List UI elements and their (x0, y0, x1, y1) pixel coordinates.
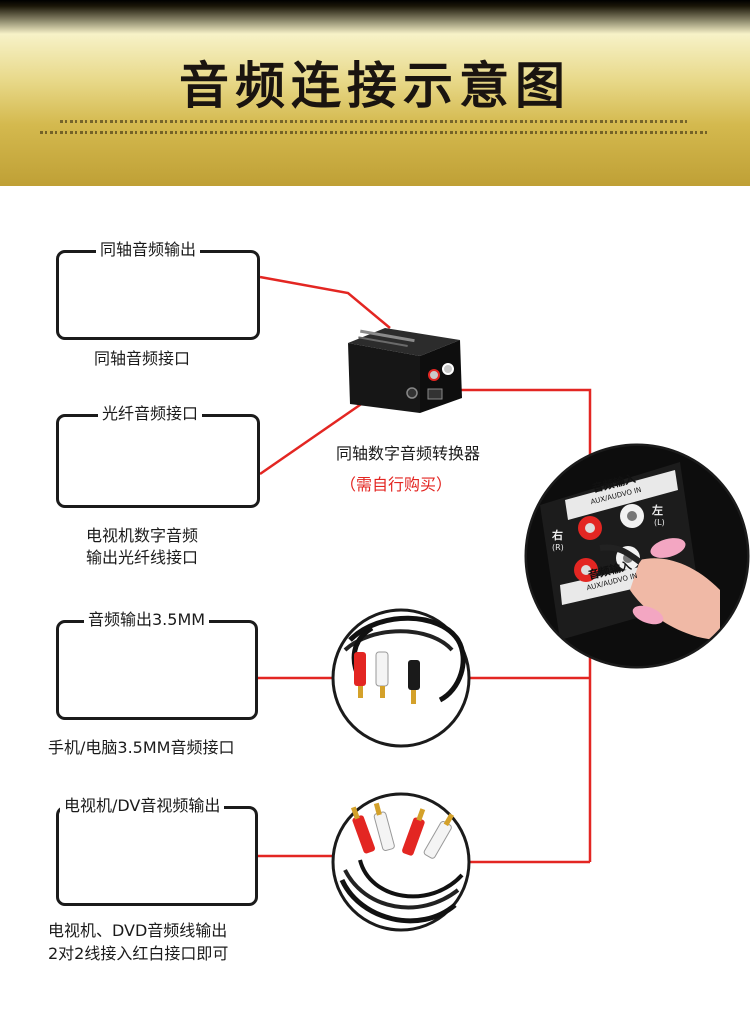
speaker-left-label: 左 (652, 504, 663, 517)
header-fine-print-line-2 (40, 131, 710, 134)
tv-dv-output-box (56, 806, 258, 906)
aux-35mm-caption: 手机/电脑3.5MM音频接口 (48, 738, 235, 757)
tv-dv-caption-line-2: 2对2线接入红白接口即可 (48, 944, 229, 963)
optical-output-title: 光纤音频接口 (98, 404, 203, 424)
converter-device-image (348, 328, 462, 413)
coaxial-output-box (56, 250, 260, 340)
aux-35mm-output-box (56, 620, 258, 720)
speaker-input-panel-image (524, 443, 750, 669)
converter-name: 同轴数字音频转换器 (336, 444, 481, 463)
aux-35mm-output-title: 音频输出3.5MM (84, 610, 210, 630)
header-banner: 音频连接示意图 (0, 0, 750, 186)
line-converter-to-speaker (458, 388, 592, 480)
coaxial-output-title: 同轴音频输出 (96, 240, 201, 260)
speaker-right-label: 右 (552, 529, 563, 542)
line-optical-to-converter (259, 396, 371, 476)
speaker-right-en-label: (R) (552, 543, 564, 552)
tv-dv-output-title: 电视机/DV音视频输出 (60, 796, 225, 816)
coaxial-port-caption: 同轴音频接口 (94, 349, 191, 368)
speaker-left-en-label: (L) (654, 518, 665, 527)
tv-dv-caption-line-1: 电视机、DVD音频线输出 (48, 921, 228, 940)
optical-caption-line-2: 输出光纤线接口 (86, 548, 199, 567)
page-title: 音频连接示意图 (179, 57, 571, 115)
rca-to-rca-cable-image (331, 792, 471, 932)
optical-caption-line-1: 电视机数字音频 (86, 526, 199, 545)
connection-lines (258, 275, 592, 864)
converter-purchase-note: （需自行购买） (340, 475, 453, 494)
optical-output-box (56, 414, 260, 508)
header-fine-print-line-1 (60, 120, 690, 123)
aux-to-rca-cable-image (331, 608, 471, 748)
line-coax-to-converter (259, 275, 391, 329)
